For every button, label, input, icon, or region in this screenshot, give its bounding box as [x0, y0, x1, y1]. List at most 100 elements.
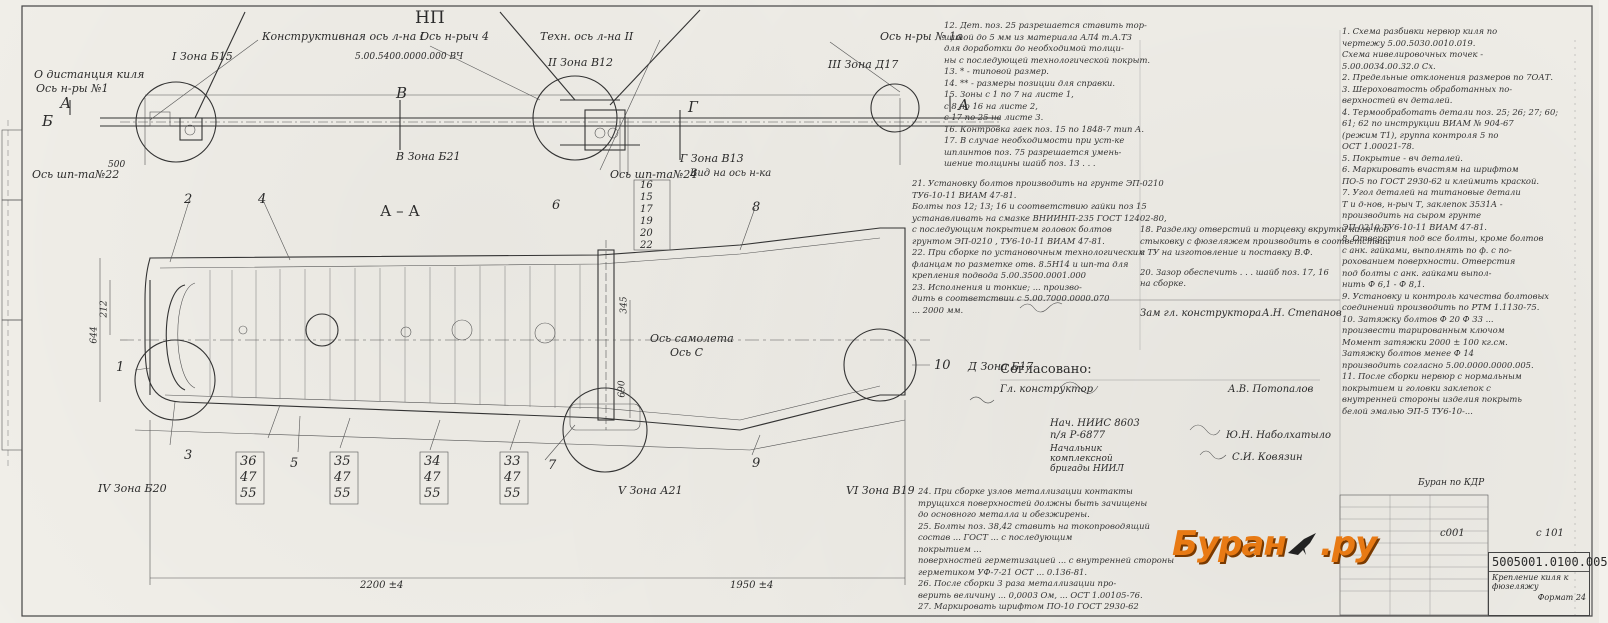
construct-axis-label: Конструктивная ось л-на I [262, 30, 425, 43]
section-letter-b: Б [42, 112, 54, 130]
callout-5: 5 [290, 456, 299, 471]
dim-690: 690 [617, 380, 628, 398]
stack-1-b: 47 [240, 470, 257, 485]
tower-stack-box [633, 179, 671, 251]
zone-G: Г Зона В13 [680, 152, 744, 165]
callout-4: 4 [258, 192, 267, 207]
detail-circle-III [870, 83, 920, 133]
stack-3-c: 55 [424, 486, 441, 501]
zone-B: В Зона Б21 [396, 150, 461, 163]
buran-note: Буран по КДР [1418, 478, 1485, 488]
stack-1-c: 55 [240, 486, 257, 501]
sheet-left: с001 [1440, 528, 1465, 539]
callout-6: 6 [552, 198, 561, 213]
dim-345: 345 [619, 296, 630, 314]
tech-axis-label: Техн. ось л-на II [540, 30, 634, 43]
stack-4-a: 33 [504, 454, 521, 469]
callout-8: 8 [752, 200, 761, 215]
section-letter-a-right: А [958, 96, 970, 114]
stack-3-b: 47 [424, 470, 441, 485]
stack-2-a: 35 [334, 454, 351, 469]
agreed-label: Согласовано: [1000, 362, 1092, 377]
tower-stack-1: 16 [640, 180, 653, 191]
tower-stack-2: 15 [640, 192, 653, 203]
np-mark: НП [415, 8, 445, 28]
stack-2-b: 47 [334, 470, 351, 485]
drawing-format: Формат 24 [1537, 593, 1586, 602]
zone-IV: IV Зона Б20 [98, 482, 167, 495]
detail-circle-V [562, 387, 648, 473]
notes-middle: 12. Дет. поз. 25 разрешается ставить тор… [944, 20, 1151, 168]
chief-designer-name: А.В. Потопалов [1228, 384, 1314, 395]
section-letter-g: Г [688, 98, 698, 116]
margin-box-1 [1, 129, 23, 201]
lightening-hole-1 [305, 313, 339, 347]
top-code: 5.00.5400.0000.000 ВЧ [355, 52, 464, 62]
detail-circle-I [135, 81, 217, 163]
tower-stack-5: 20 [640, 228, 653, 239]
rib-axis-1-label: Ось н-ры №1 [36, 82, 109, 95]
zone-II: II Зона В12 [548, 56, 614, 69]
stack-4-b: 47 [504, 470, 521, 485]
tower-stack-6: 22 [640, 240, 653, 251]
drawing-title: Крепление киля к фюзеляжу [1492, 573, 1569, 591]
section-letter-a-left: А [60, 94, 72, 112]
stack-3-a: 34 [424, 454, 441, 469]
notes-middle-3: 18. Разделку отверстий и торцевку вкрутк… [1140, 224, 1391, 288]
po-label: п/я Р-6877 [1050, 430, 1106, 441]
zone-V: V Зона А21 [618, 484, 683, 497]
badge-text-left: Буран [1172, 524, 1287, 564]
dim-644: 644 [89, 326, 100, 344]
ribs-hatch [209, 265, 581, 409]
callout-1: 1 [116, 360, 125, 375]
badge-text-right: .ру [1319, 524, 1377, 564]
rib-axis-4-label: Ось н-рыч 4 [420, 30, 489, 43]
stack-2-c: 55 [334, 486, 351, 501]
tower-stack-3: 17 [640, 204, 653, 215]
deputy-chief-name: А.Н. Степанов [1262, 308, 1342, 319]
axis-c-label: Ось С [670, 346, 704, 359]
stack-4-c: 55 [504, 486, 521, 501]
callout-3: 3 [184, 448, 193, 463]
callout-10: 10 [934, 358, 951, 373]
detail-circle-IV [134, 339, 216, 421]
callout-9: 9 [752, 456, 761, 471]
nius-head-label: Нач. НИИС 8603 [1050, 418, 1140, 429]
callout-2: 2 [184, 192, 193, 207]
zone-D: Д Зона Б17 [968, 360, 1034, 373]
zone-I: I Зона Б15 [172, 50, 233, 63]
nii-head-label: Начальник комплексной бригады НИИЛ [1050, 444, 1124, 474]
rib-axis-1a-label: Ось н-ры № 1а [880, 30, 963, 43]
shuttle-icon [1286, 529, 1320, 559]
deputy-chief-label: Зам гл. конструктора [1140, 308, 1262, 319]
kil-distance-label: О дистанция киля [34, 68, 145, 81]
tail-view-label: Вид на ось н-ка [690, 168, 772, 179]
notes-right: 1. Схема разбивки нервюр киля по чертежу… [1342, 26, 1559, 416]
chief-designer-label: Гл. конструктор [1000, 384, 1094, 395]
drawing-code: 5005001.0100.005 [1489, 553, 1608, 572]
aa-section-outline [144, 227, 906, 431]
callout-7: 7 [548, 458, 557, 473]
sheet-right: с 101 [1536, 528, 1564, 539]
section-letter-v: В [396, 84, 408, 102]
title-block: 5005001.0100.005 Крепление киля к фюзеля… [1488, 552, 1608, 616]
aa-section-title: А – А [380, 202, 420, 220]
buran-ru-badge[interactable]: Буран .ру [1172, 520, 1377, 568]
approver-3-name: Ю.Н. Наболхатыло [1226, 430, 1331, 441]
dim-212: 212 [99, 300, 110, 318]
stack-1-a: 36 [240, 454, 257, 469]
dim-2200: 2200 ±4 [360, 580, 404, 591]
margin-box-2 [1, 199, 23, 321]
dim-500: 500 [108, 160, 126, 170]
detail-circle-II [532, 75, 618, 161]
zone-III: III Зона Д17 [828, 58, 899, 71]
dim-1950: 1950 ±4 [730, 580, 774, 591]
notes-bottom: 24. При сборке узлов металлизации контак… [918, 486, 1175, 611]
plane-axis-label: Ось самолета [650, 332, 734, 345]
tower-stack-4: 19 [640, 216, 653, 227]
spar-axis-24-label: Ось шп-та№24 [610, 168, 698, 181]
approver-4-name: С.И. Ковязин [1232, 452, 1303, 463]
spar-axis-22-label: Ось шп-та№22 [32, 168, 120, 181]
